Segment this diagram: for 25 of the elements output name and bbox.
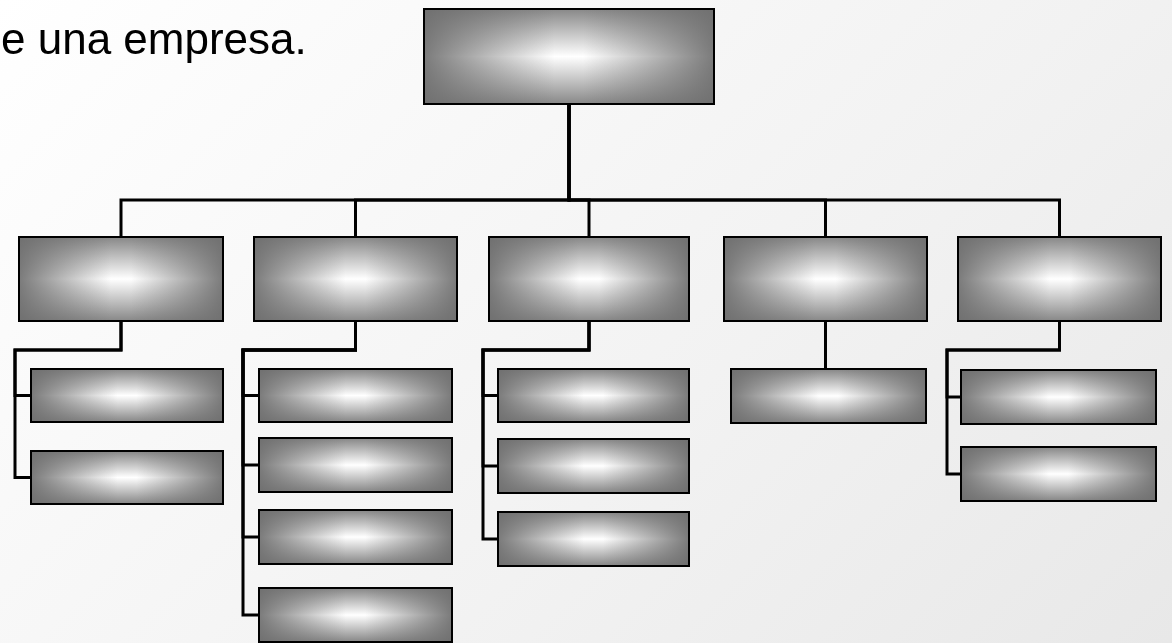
org-box (258, 437, 453, 493)
org-box (18, 236, 224, 322)
heading-text: e una empresa. (1, 14, 307, 64)
org-box (258, 509, 453, 565)
org-box (497, 511, 690, 567)
org-box (258, 587, 453, 643)
org-box (253, 236, 458, 322)
connector-line (13, 322, 123, 479)
org-box (723, 236, 928, 322)
connector-line (567, 105, 1061, 236)
org-box (488, 236, 690, 322)
connector-line (945, 322, 1061, 476)
org-box (30, 450, 224, 505)
connector-line (824, 322, 827, 368)
org-box (423, 8, 715, 105)
org-box (30, 368, 224, 423)
org-box (258, 368, 453, 423)
org-box (960, 369, 1157, 425)
org-box (960, 446, 1157, 502)
org-box (957, 236, 1162, 322)
connector-line (241, 322, 357, 617)
org-box (497, 368, 690, 423)
org-box (730, 368, 927, 424)
connector-line (481, 322, 591, 541)
org-box (497, 438, 690, 494)
